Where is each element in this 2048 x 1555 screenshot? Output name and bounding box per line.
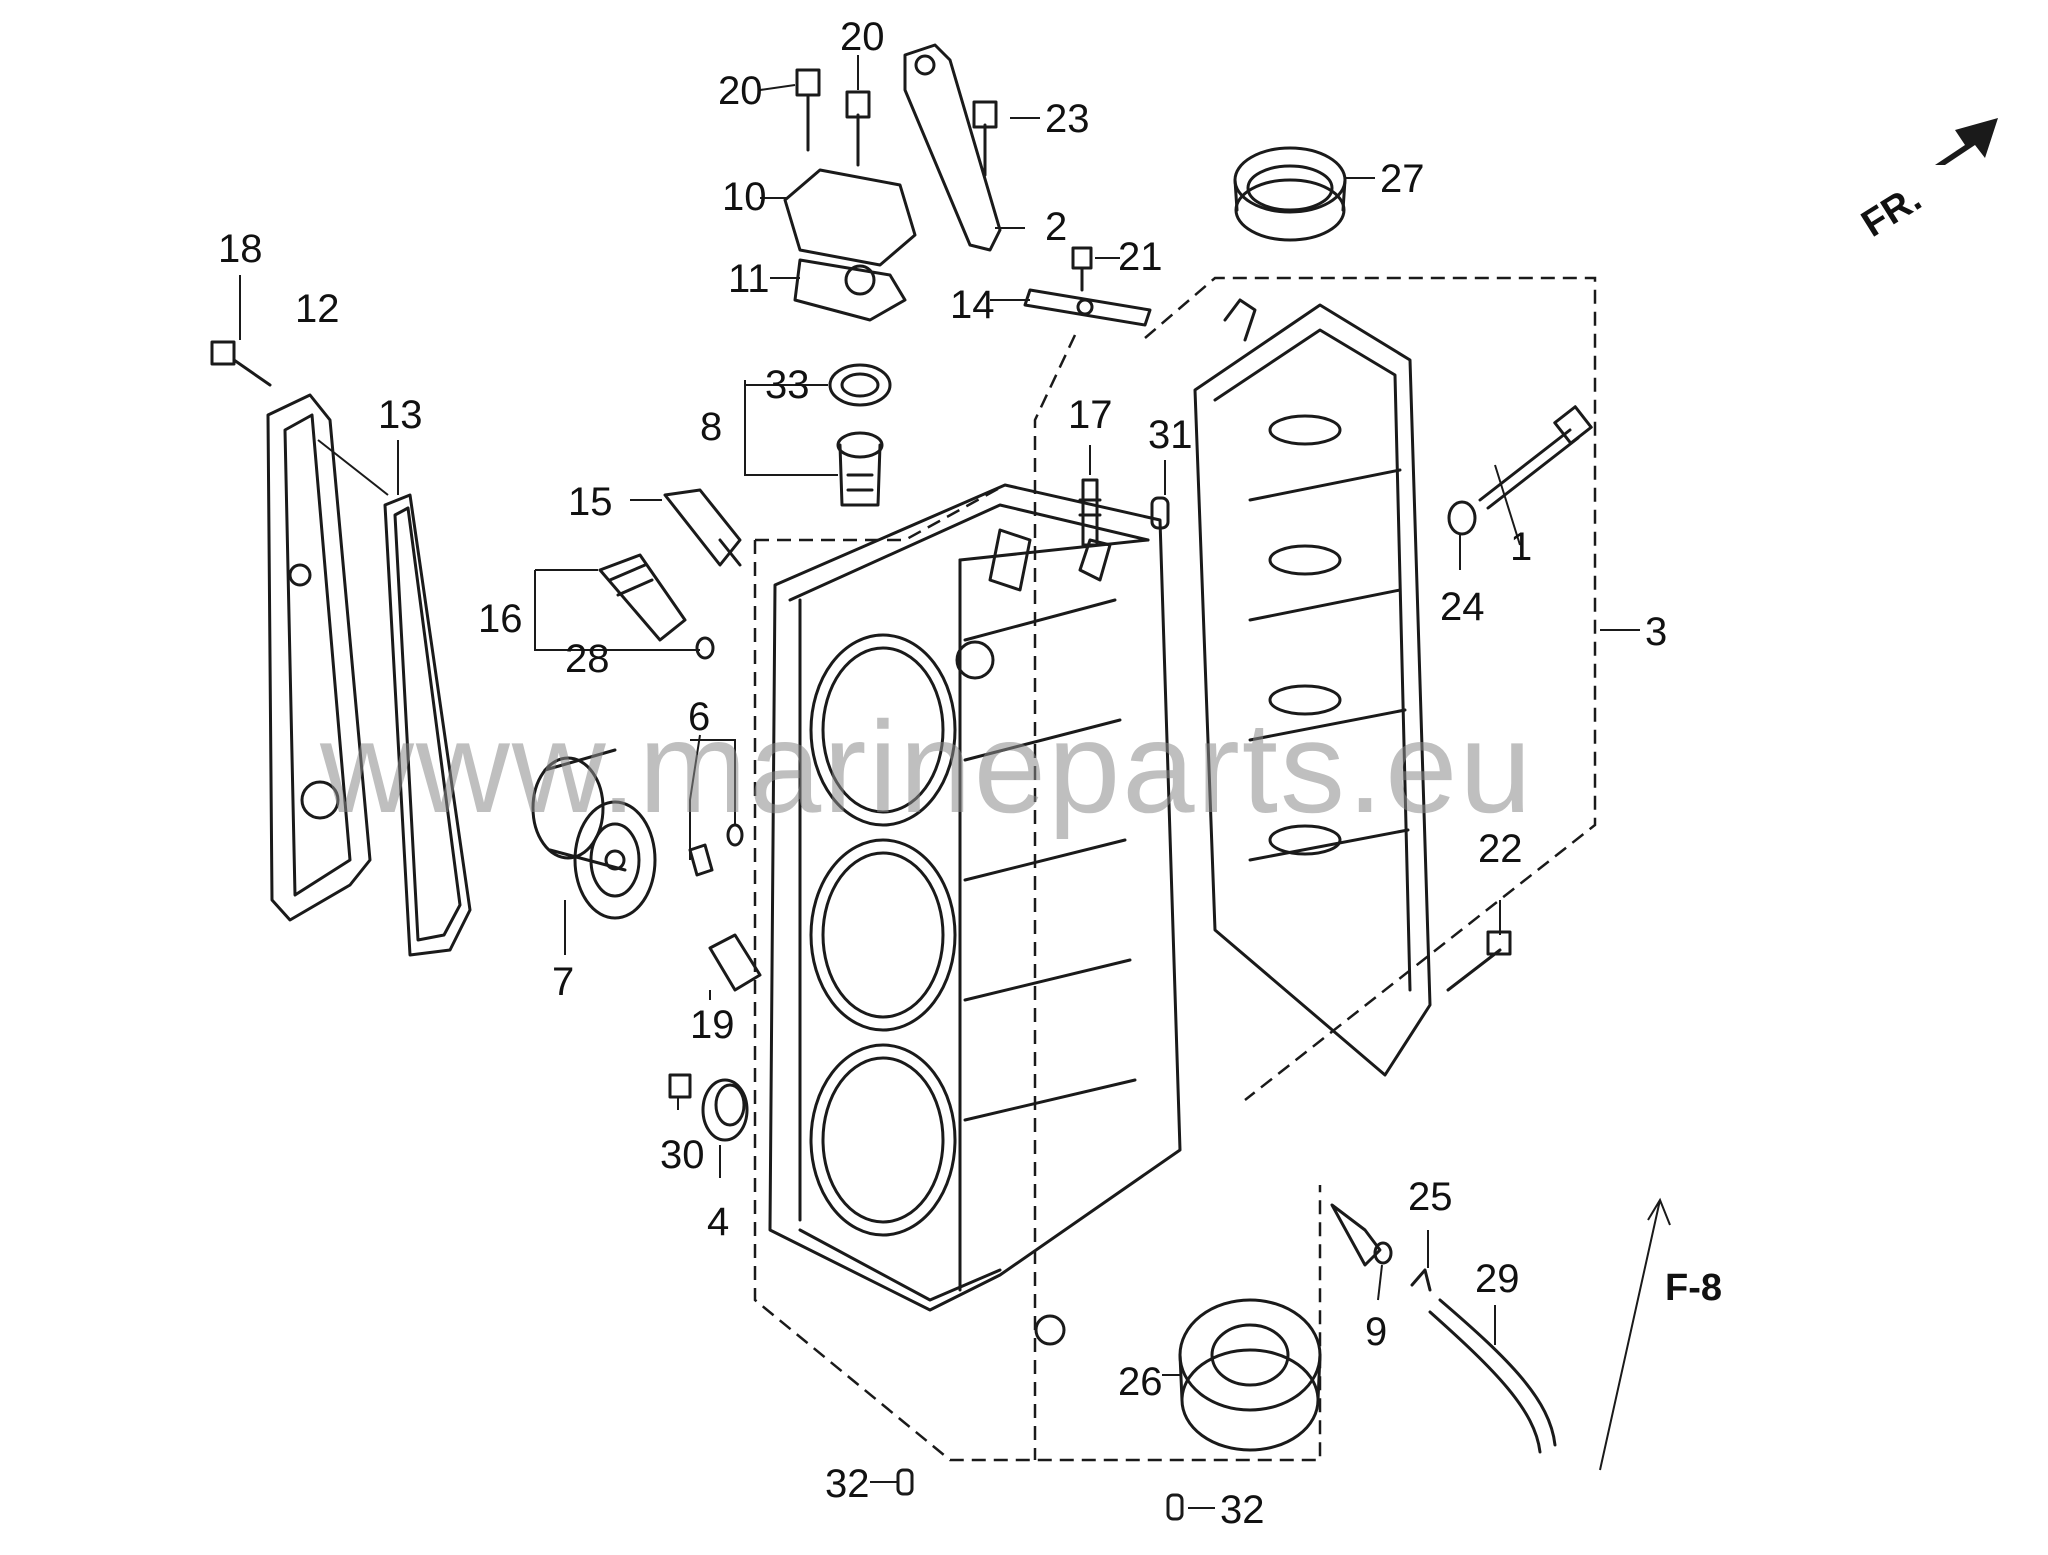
direction-label: FR. xyxy=(1855,178,1929,246)
bolt-20a xyxy=(795,68,821,152)
callout-6: 6 xyxy=(688,695,710,739)
callout-12: 12 xyxy=(295,287,340,331)
front-direction-arrow-icon xyxy=(1935,118,1998,165)
oil-seal-27 xyxy=(1233,146,1347,242)
callout-labels: 1 2 3 4 6 7 8 9 10 11 12 13 14 15 16 17 … xyxy=(218,15,1667,1532)
callout-28: 28 xyxy=(565,637,610,681)
bolt-1 xyxy=(1478,405,1593,510)
hose-29 xyxy=(1428,1298,1557,1454)
reference-label: F-8 xyxy=(1665,1267,1722,1309)
dowel-32b xyxy=(1166,1493,1184,1521)
callout-2: 2 xyxy=(1045,205,1067,249)
callout-10: 10 xyxy=(722,175,767,219)
bearing-26 xyxy=(1178,1298,1322,1452)
callout-7: 7 xyxy=(552,960,574,1004)
callout-15: 15 xyxy=(568,480,613,524)
bolt-23 xyxy=(972,100,998,177)
callout-11: 11 xyxy=(728,257,770,301)
sensor-15 xyxy=(663,488,742,567)
leader-lines xyxy=(239,55,1671,1509)
callout-4: 4 xyxy=(707,1200,729,1244)
watermark: www.marineparts.eu xyxy=(319,694,1534,840)
callout-9: 9 xyxy=(1365,1310,1387,1354)
cap-4 xyxy=(701,1078,749,1142)
callout-13: 13 xyxy=(378,393,423,437)
callout-32a: 32 xyxy=(825,1462,870,1506)
plate-14 xyxy=(1023,288,1152,327)
callout-32b: 32 xyxy=(1220,1488,1265,1532)
callout-3: 3 xyxy=(1645,610,1667,654)
thermostat-8 xyxy=(836,431,884,507)
bolt-22 xyxy=(1446,930,1512,992)
washer-28 xyxy=(695,636,715,660)
dowel-32a xyxy=(896,1468,914,1496)
callout-19: 19 xyxy=(690,1003,735,1047)
cover-12 xyxy=(266,393,372,922)
callout-17: 17 xyxy=(1068,393,1113,437)
callout-21: 21 xyxy=(1118,235,1163,279)
callout-8: 8 xyxy=(700,405,722,449)
cylinder-block xyxy=(768,483,1182,1346)
callout-26: 26 xyxy=(1118,1360,1163,1404)
bracket-2 xyxy=(903,43,1002,252)
gasket-13 xyxy=(383,493,472,957)
oil-filter-7 xyxy=(531,748,657,920)
callout-20a: 20 xyxy=(718,69,763,113)
bolt-9 xyxy=(1330,1203,1393,1267)
callout-31: 31 xyxy=(1148,413,1193,457)
callout-14: 14 xyxy=(950,283,995,327)
bolt-20b xyxy=(845,90,871,167)
callout-30: 30 xyxy=(660,1133,705,1177)
crankcase xyxy=(1193,298,1432,1077)
bolt-21 xyxy=(1071,246,1093,292)
callout-22: 22 xyxy=(1478,827,1523,871)
callout-24: 24 xyxy=(1440,585,1485,629)
clip-25 xyxy=(1410,1268,1432,1292)
callout-23: 23 xyxy=(1045,97,1090,141)
callout-16: 16 xyxy=(478,597,523,641)
assembly-boundary xyxy=(753,276,1597,1462)
callout-1: 1 xyxy=(1510,525,1532,569)
bolt-30 xyxy=(668,1073,692,1099)
callout-33: 33 xyxy=(765,363,810,407)
callout-29: 29 xyxy=(1475,1257,1520,1301)
dowel-31 xyxy=(1150,496,1170,530)
callout-27: 27 xyxy=(1380,157,1425,201)
sensor-16 xyxy=(598,553,687,642)
callout-20b: 20 xyxy=(840,15,885,59)
washer-24 xyxy=(1447,500,1477,536)
callout-18: 18 xyxy=(218,227,263,271)
sensor-17 xyxy=(1078,478,1102,547)
seal-33 xyxy=(828,363,892,407)
callout-25: 25 xyxy=(1408,1175,1453,1219)
thermostat-cover-10 xyxy=(783,168,917,322)
fitting-19 xyxy=(708,933,762,992)
bolt-18 xyxy=(210,340,272,387)
